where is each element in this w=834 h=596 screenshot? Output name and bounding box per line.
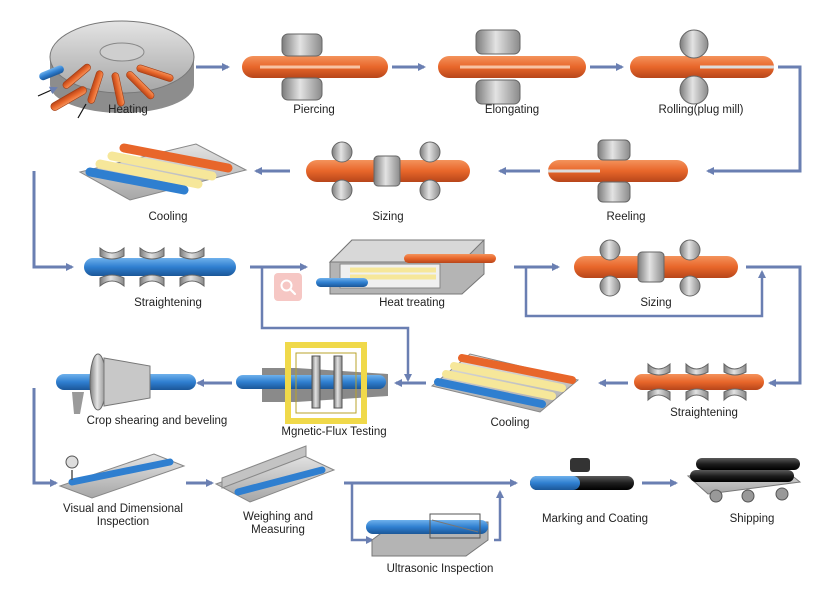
cooling-bed-2	[430, 353, 580, 413]
label-shipping: Shipping	[729, 513, 775, 525]
label-sizing-1: Sizing	[372, 211, 404, 223]
arrow-rolling-reeling	[706, 65, 802, 175]
visual-inspection-table	[58, 453, 186, 499]
rolling-plug-mill	[630, 29, 774, 105]
arrow-sizing-straightening	[746, 265, 802, 387]
heating-furnace	[37, 20, 195, 119]
magnifier-icon	[280, 279, 297, 296]
label-heating: Heating	[108, 104, 148, 116]
flow-arrows	[32, 63, 802, 487]
label-marking: Marking and Coating	[541, 513, 649, 525]
marking-coating	[530, 458, 634, 490]
magnetic-flux-tester	[236, 342, 388, 424]
label-piercing: Piercing	[293, 104, 335, 116]
ultrasonic-tester	[366, 513, 489, 557]
label-ultrasonic: Ultrasonic Inspection	[386, 563, 494, 575]
elongating-mill	[438, 29, 586, 105]
shipping-rack	[686, 458, 802, 503]
label-magnetic-flux: Mgnetic-Flux Testing	[281, 426, 387, 438]
cooling-bed-1	[78, 143, 248, 201]
bypass-lines	[260, 267, 766, 544]
piercing-mill	[242, 33, 388, 101]
straightener-1	[84, 246, 236, 288]
label-sizing-2: Sizing	[640, 297, 672, 309]
label-elongating: Elongating	[484, 104, 540, 116]
label-straightening-1: Straightening	[134, 297, 202, 309]
heat-treating-furnace	[316, 239, 496, 295]
sizing-mill-2	[574, 239, 738, 297]
straightener-2	[634, 362, 764, 402]
arrow-cooling-straightening	[32, 171, 74, 271]
reeling-mill	[548, 139, 688, 203]
label-heat-treating: Heat treating	[379, 297, 445, 309]
label-reeling: Reeling	[606, 211, 646, 223]
label-straightening-2: Straightening	[670, 407, 738, 419]
label-weighing: Weighing and Measuring	[242, 511, 314, 536]
label-rolling: Rolling(plug mill)	[658, 104, 744, 116]
crop-shear	[56, 353, 196, 414]
label-cooling-1: Cooling	[148, 211, 188, 223]
zoom-button[interactable]	[274, 273, 302, 301]
label-crop-shearing: Crop shearing and beveling	[86, 415, 228, 427]
weighing-station	[214, 445, 336, 503]
label-cooling-2: Cooling	[490, 417, 530, 429]
sizing-mill-1	[306, 141, 470, 201]
arrow-crop-visual	[32, 388, 58, 487]
label-visual-inspection: Visual and Dimensional Inspection	[63, 503, 183, 528]
